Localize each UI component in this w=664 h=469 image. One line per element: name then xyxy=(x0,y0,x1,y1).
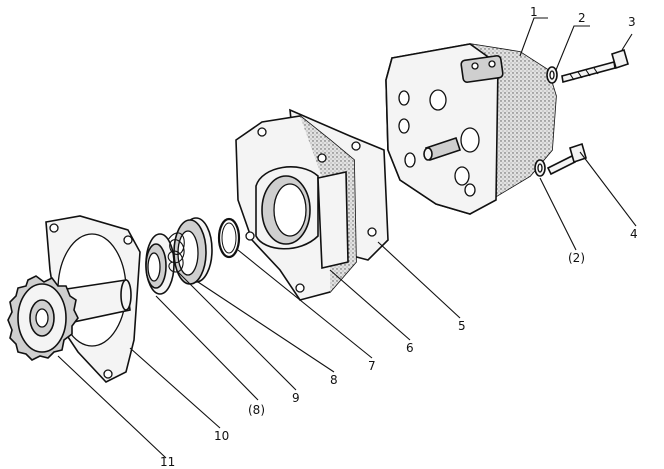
retaining-ring xyxy=(217,217,241,259)
coil-spring xyxy=(167,232,185,273)
callout-7: 7 xyxy=(368,359,376,373)
callout-8: 8 xyxy=(330,373,338,387)
callout-8b: (8) xyxy=(248,403,265,417)
pump-housing xyxy=(385,43,557,215)
leader-9 xyxy=(177,271,297,391)
callout-2: 2 xyxy=(578,11,586,25)
leader-10 xyxy=(129,347,221,429)
callout-6: 6 xyxy=(406,341,414,355)
leader-5 xyxy=(377,241,461,319)
callout-2b: (2) xyxy=(568,251,585,265)
short-bolt xyxy=(546,142,587,176)
leader-1 xyxy=(519,17,548,57)
long-bolt xyxy=(561,48,629,84)
leader-8b xyxy=(155,295,259,401)
callout-10: 10 xyxy=(214,429,229,443)
leader-2b xyxy=(539,177,577,251)
washer-lower xyxy=(534,159,546,177)
roller-bearing xyxy=(145,217,213,295)
callout-labels: 1 2 3 4 (2) 5 6 7 8 9 (8) 10 11 xyxy=(160,5,638,469)
callout-9: 9 xyxy=(292,391,300,405)
washer-upper xyxy=(546,66,558,84)
leader-4 xyxy=(579,151,637,227)
leader-7 xyxy=(237,249,373,359)
bearing-housing xyxy=(235,115,357,301)
callout-4: 4 xyxy=(630,227,638,241)
leader-11 xyxy=(57,355,167,459)
leader-lines xyxy=(57,17,637,459)
leader-2 xyxy=(555,25,590,71)
callout-1: 1 xyxy=(530,5,538,19)
leader-3 xyxy=(621,33,633,51)
leader-6 xyxy=(329,269,411,341)
drive-gear xyxy=(7,275,132,361)
callout-5: 5 xyxy=(458,319,466,333)
leader-8 xyxy=(197,281,335,373)
callout-3: 3 xyxy=(628,15,636,29)
callout-11: 11 xyxy=(160,455,175,469)
